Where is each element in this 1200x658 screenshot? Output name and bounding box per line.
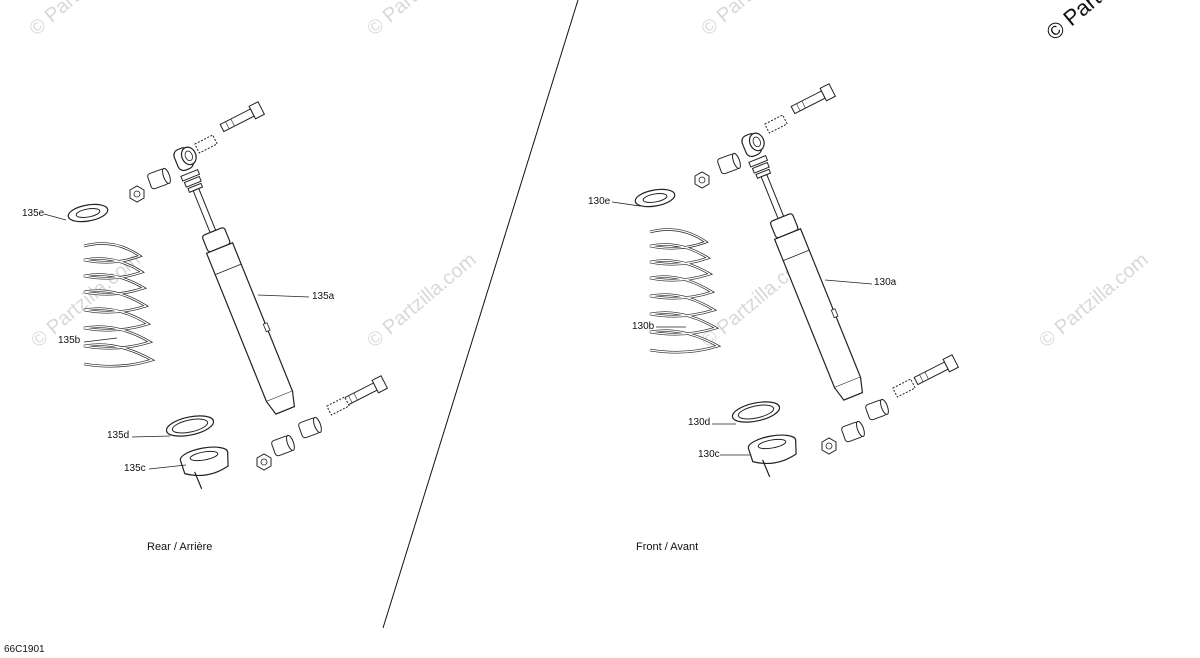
front-upper-sleeve	[764, 114, 788, 134]
rear-caption: Rear / Arrière	[147, 541, 213, 553]
rear-coil-spring	[82, 242, 154, 368]
callout-130d: 130d	[688, 417, 711, 428]
front-assembly	[611, 83, 959, 481]
panel-divider	[382, 0, 579, 629]
callout-130a: 130a	[874, 277, 897, 288]
front-upper-bolt	[789, 83, 836, 117]
callout-135b: 135b	[58, 335, 81, 346]
rear-upper-sleeve	[194, 134, 218, 154]
rear-lower-sleeve	[326, 396, 350, 416]
rear-lower-bushing-2	[270, 433, 297, 458]
front-ring	[730, 397, 782, 427]
front-spring-cup	[633, 186, 677, 210]
callout-135e: 135e	[22, 208, 45, 219]
callout-130c: 130c	[698, 449, 720, 460]
diagram-code: 66C1901	[4, 644, 45, 655]
rear-shock-absorber	[165, 142, 301, 417]
rear-lower-collar	[178, 443, 234, 493]
callout-130b: 130b	[632, 321, 655, 332]
front-lower-sleeve	[892, 378, 916, 398]
rear-lower-bolt	[341, 375, 388, 409]
front-lower-collar	[746, 431, 802, 481]
rear-lower-bushing	[297, 415, 324, 440]
rear-assembly	[43, 101, 388, 493]
front-lower-bolt	[912, 354, 959, 388]
rear-upper-bushing	[146, 166, 173, 191]
front-coil-spring	[648, 228, 720, 354]
front-lower-bushing	[864, 397, 891, 422]
front-lower-nut	[821, 437, 837, 455]
front-shock-absorber	[733, 128, 869, 403]
rear-upper-bolt	[218, 101, 265, 135]
rear-upper-nut	[129, 185, 145, 203]
front-lower-bushing-2	[840, 419, 867, 444]
rear-ring	[164, 411, 216, 441]
front-upper-bushing	[716, 151, 743, 176]
callout-130e: 130e	[588, 196, 611, 207]
front-upper-nut	[694, 171, 710, 189]
callout-135a: 135a	[312, 291, 335, 302]
callout-135c: 135c	[124, 463, 146, 474]
rear-lower-nut	[256, 453, 272, 471]
rear-spring-cup	[66, 201, 110, 225]
front-caption: Front / Avant	[636, 541, 699, 553]
callout-135d: 135d	[107, 430, 130, 441]
